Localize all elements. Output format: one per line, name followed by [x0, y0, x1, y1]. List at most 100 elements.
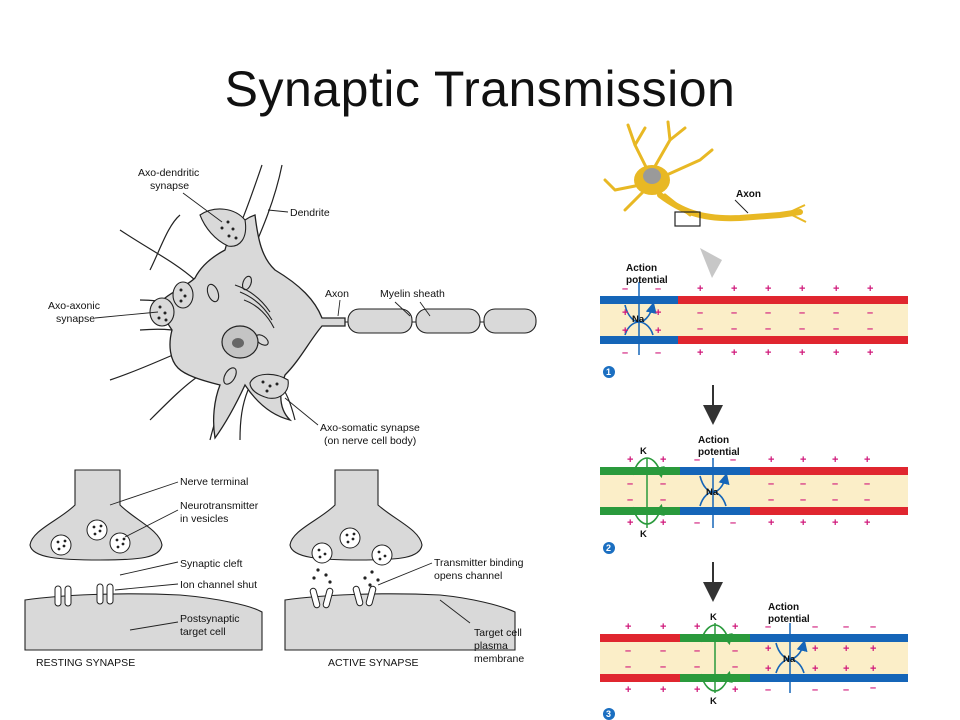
charge-minus: – [732, 661, 738, 673]
step3-na-label: Na [783, 654, 796, 665]
charge-plus: + [864, 517, 870, 529]
charge-plus: + [870, 663, 876, 675]
charge-plus: + [812, 643, 818, 655]
charge-plus: + [697, 283, 703, 295]
charge-plus: + [768, 517, 774, 529]
charge-plus: + [800, 517, 806, 529]
label-axo-dendritic-1: Axo-dendritic [138, 167, 199, 179]
step3-badge [603, 708, 615, 720]
active-leader-lines [377, 562, 471, 624]
charge-minus: – [660, 494, 666, 506]
label-active-synapse: ACTIVE SYNAPSE [328, 657, 418, 669]
charge-plus: + [622, 325, 628, 337]
label-target-cell-1: Target cell [474, 627, 522, 639]
charge-plus: + [765, 643, 771, 655]
charge-minus: – [800, 478, 806, 490]
step1-ap-label-1: Action [626, 263, 657, 274]
charge-minus: – [660, 478, 666, 490]
label-axo-somatic-2: (on nerve cell body) [324, 435, 416, 447]
charge-minus: – [812, 621, 818, 633]
synaptic-bouton-axonic [149, 281, 194, 327]
charge-minus: – [864, 478, 870, 490]
charge-minus: – [660, 661, 666, 673]
charge-minus: – [768, 478, 774, 490]
step2-number: 2 [606, 543, 611, 553]
step2-badge [603, 542, 615, 554]
charge-minus: – [697, 323, 703, 335]
resting-ion-channels [54, 583, 114, 607]
charge-plus: + [832, 454, 838, 466]
label-resting-synapse: RESTING SYNAPSE [36, 657, 135, 669]
step1-na-label: Na [632, 314, 645, 325]
synaptic-bouton-dendritic [199, 208, 247, 247]
charge-minus: – [832, 478, 838, 490]
charge-minus: – [768, 494, 774, 506]
label-neurotransmitter-2: in vesicles [180, 513, 228, 525]
charge-minus: – [730, 454, 736, 466]
charge-plus: + [843, 663, 849, 675]
charge-minus: – [765, 621, 771, 633]
neuron-illustration-yellow: Axon [603, 120, 807, 278]
step1-ap-label-2: potential [626, 275, 668, 286]
charge-minus: – [660, 645, 666, 657]
label-target-cell-3: membrane [474, 653, 524, 665]
charge-plus: + [627, 517, 633, 529]
charge-plus: + [765, 283, 771, 295]
step2-ap-label-1: Action [698, 435, 729, 446]
charge-plus: + [697, 347, 703, 359]
charge-minus: – [730, 517, 736, 529]
charge-plus: + [832, 517, 838, 529]
charge-minus: – [870, 621, 876, 633]
charge-plus: + [625, 684, 631, 696]
label-postsynaptic-1: Postsynaptic [180, 613, 240, 625]
charge-minus: – [655, 347, 661, 359]
charge-plus: + [731, 347, 737, 359]
label-nerve-terminal: Nerve terminal [180, 476, 248, 488]
step3-ap-label-1: Action [768, 602, 799, 613]
charge-minus: – [870, 682, 876, 694]
step1-badge [603, 366, 615, 378]
charge-plus: + [799, 283, 805, 295]
label-axo-axonic-1: Axo-axonic [48, 300, 100, 312]
charge-plus: + [732, 621, 738, 633]
charge-minus: – [864, 494, 870, 506]
charge-minus: – [622, 347, 628, 359]
charge-plus: + [655, 325, 661, 337]
charge-plus: + [627, 454, 633, 466]
charge-plus: + [843, 643, 849, 655]
label-axon-illustration: Axon [736, 189, 761, 200]
released-transmitter [312, 568, 380, 587]
charge-minus: – [622, 283, 628, 295]
charge-minus: – [843, 621, 849, 633]
label-transmitter-binding-2: opens channel [434, 570, 502, 582]
charge-minus: – [832, 494, 838, 506]
myelinated-axon [345, 308, 537, 334]
label-myelin-sheath: Myelin sheath [380, 288, 445, 300]
ap-step-2: Action potential K K Na + + + + + + + + … [600, 435, 908, 554]
step2-ap-label-2: potential [698, 447, 740, 458]
charge-plus: + [625, 621, 631, 633]
label-transmitter-binding-1: Transmitter binding [434, 557, 524, 569]
neuron-leader-lines [94, 192, 431, 426]
charge-plus: + [799, 347, 805, 359]
charge-minus: – [625, 661, 631, 673]
charge-plus: + [660, 684, 666, 696]
active-nerve-terminal [289, 469, 423, 561]
charge-minus: – [799, 307, 805, 319]
label-ion-channel-shut: Ion channel shut [180, 579, 257, 591]
step2-na-label: Na [706, 487, 719, 498]
charge-minus: – [765, 323, 771, 335]
neuron-nucleolus [232, 338, 244, 348]
charge-plus: + [864, 454, 870, 466]
charge-plus: + [694, 621, 700, 633]
synaptic-bouton-somatic [249, 373, 289, 399]
step1-number: 1 [606, 367, 611, 377]
neuron-cell-body [162, 214, 346, 440]
charge-plus: + [870, 643, 876, 655]
step2-k-top-label: K [640, 446, 647, 457]
step3-k-bottom-label: K [710, 696, 717, 707]
charge-plus: + [800, 454, 806, 466]
charge-minus: – [799, 323, 805, 335]
charge-plus: + [812, 663, 818, 675]
